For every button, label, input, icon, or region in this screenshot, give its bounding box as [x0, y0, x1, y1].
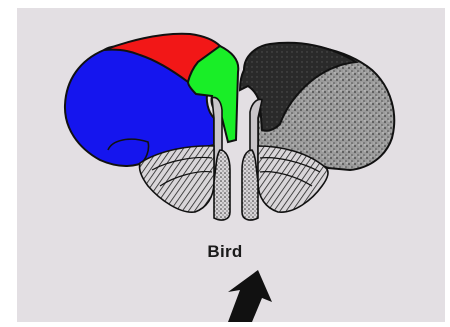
- diagram-caption: Bird: [0, 242, 450, 262]
- right-dotted-strip: [242, 150, 258, 220]
- left-dotted-strip: [214, 150, 230, 220]
